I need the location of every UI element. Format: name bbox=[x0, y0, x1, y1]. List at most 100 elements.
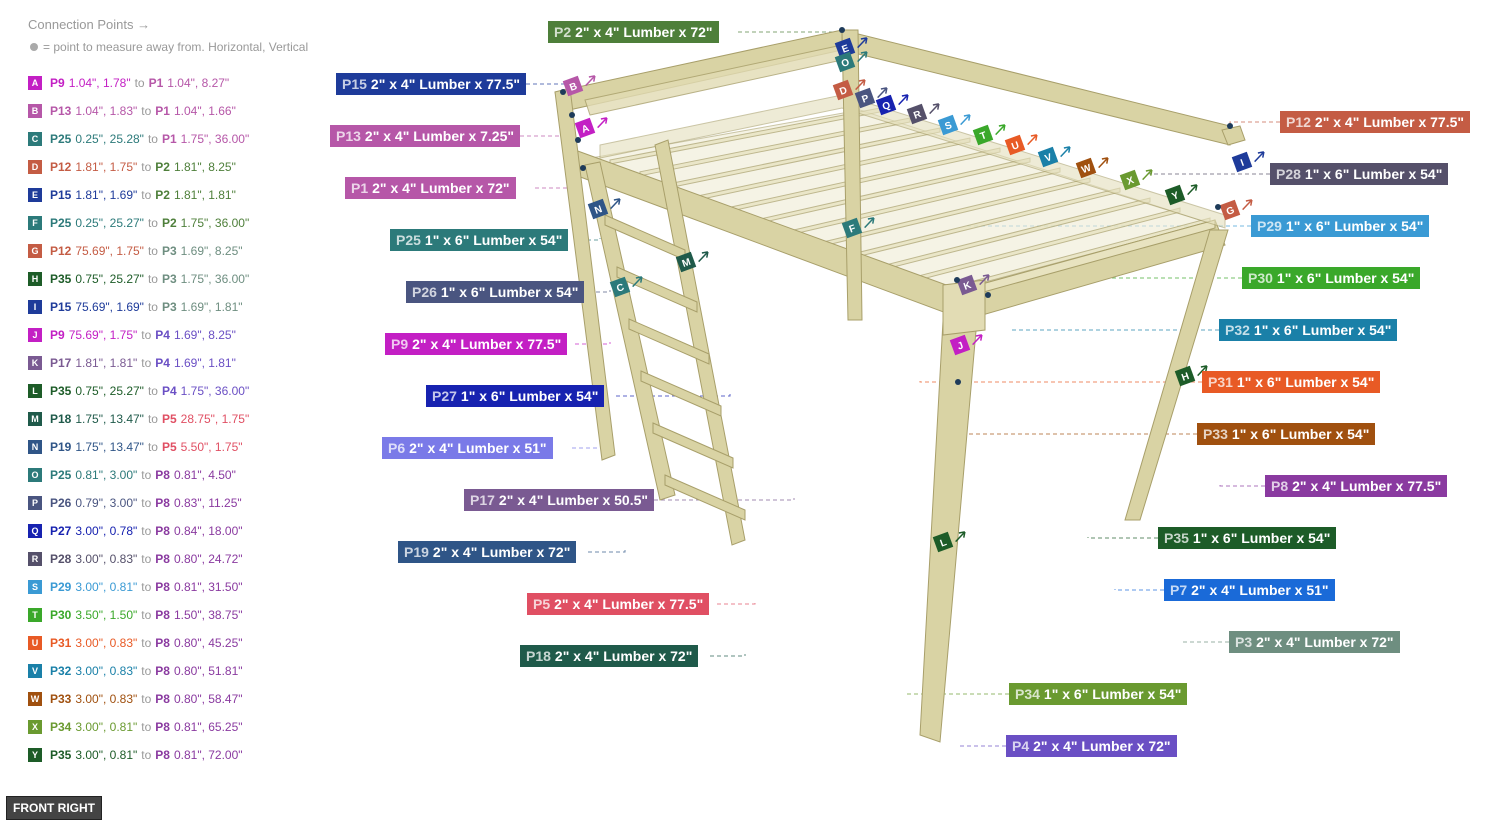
to-word: to bbox=[147, 412, 158, 426]
to-word: to bbox=[141, 188, 152, 202]
leader-line bbox=[1229, 121, 1280, 126]
connection-points-title[interactable]: Connection Points → bbox=[28, 17, 151, 32]
marker-arrow bbox=[929, 103, 940, 115]
marker-letter: A bbox=[580, 123, 591, 136]
marker-box bbox=[854, 87, 876, 109]
to-part: P1 bbox=[148, 76, 164, 90]
marker-box bbox=[832, 79, 854, 101]
to-value: 1.69", 8.25" bbox=[180, 244, 243, 258]
marker-box bbox=[972, 124, 994, 146]
from-part: P25 bbox=[50, 468, 72, 482]
measure-point bbox=[580, 165, 586, 171]
part-desc: 1" x 6" Lumber x 54" bbox=[1253, 322, 1392, 338]
view-button[interactable]: FRONT RIGHT bbox=[6, 796, 102, 820]
part-desc: 2" x 4" Lumber x 77.5" bbox=[412, 336, 562, 352]
leader-line bbox=[575, 342, 611, 345]
part-id: P5 bbox=[533, 596, 551, 612]
from-part: P12 bbox=[50, 244, 72, 258]
from-part: P9 bbox=[50, 328, 65, 342]
marker-letter: S bbox=[943, 120, 953, 133]
marker-box bbox=[1164, 184, 1186, 206]
to-part: P3 bbox=[161, 272, 177, 286]
part-id: P34 bbox=[1015, 686, 1040, 702]
leader-line bbox=[616, 394, 731, 397]
connection-badge: E bbox=[28, 188, 42, 202]
to-part: P8 bbox=[155, 580, 170, 594]
connection-badge: T bbox=[28, 608, 42, 622]
from-value: 0.25", 25.28" bbox=[75, 132, 144, 146]
from-value: 1.81", 1.75" bbox=[75, 160, 138, 174]
marker-letter: K bbox=[962, 280, 973, 293]
from-value: 1.75", 13.47" bbox=[75, 440, 144, 454]
marker-l: L bbox=[932, 531, 966, 553]
from-value: 0.79", 3.00" bbox=[75, 496, 138, 510]
leader-line bbox=[710, 654, 746, 657]
from-value: 1.75", 13.47" bbox=[75, 412, 144, 426]
to-part: P3 bbox=[161, 300, 177, 314]
marker-y: Y bbox=[1164, 184, 1198, 206]
marker-h: H bbox=[1174, 365, 1208, 387]
marker-box bbox=[956, 274, 978, 296]
marker-x: X bbox=[1119, 169, 1153, 191]
connection-badge: L bbox=[28, 384, 42, 398]
marker-letter: R bbox=[912, 109, 923, 122]
to-word: to bbox=[147, 216, 158, 230]
part-desc: 2" x 4" Lumber x 7.25" bbox=[364, 128, 515, 144]
part-desc: 1" x 6" Lumber x 54" bbox=[1304, 166, 1443, 182]
to-word: to bbox=[141, 608, 152, 622]
from-value: 3.00", 0.81" bbox=[75, 720, 138, 734]
marker-letter: N bbox=[593, 204, 604, 217]
